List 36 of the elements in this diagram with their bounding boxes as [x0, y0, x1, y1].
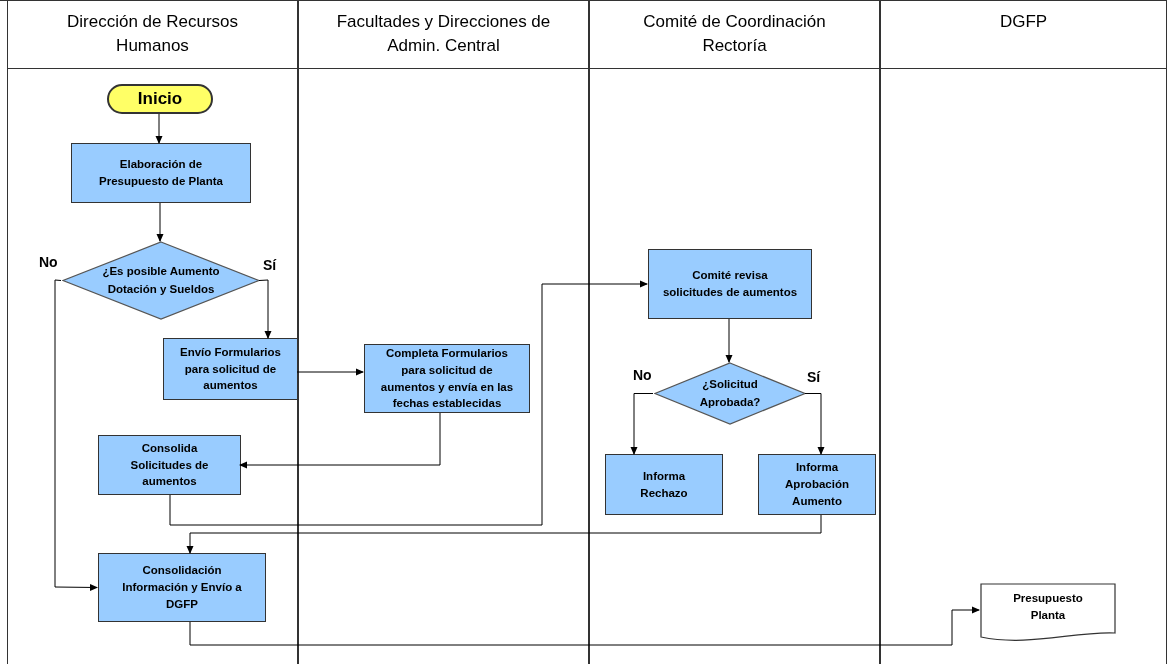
- edge-label: Sí: [806, 370, 822, 384]
- edge-label: No: [38, 255, 59, 269]
- edge-label: Sí: [262, 258, 278, 272]
- arrow: [258, 279, 272, 339]
- lane-title: Facultades y Direcciones de Admin. Central: [299, 0, 588, 69]
- process-box: Envío Formularios para solicitud de aumentos: [163, 338, 298, 400]
- arrow: [169, 280, 648, 526]
- swimlane: [880, 0, 1167, 664]
- swimlane: [7, 0, 298, 664]
- process-box: Informa Aprobación Aumento: [758, 454, 876, 515]
- lane-title: Comité de Coordinación Rectoría: [590, 0, 879, 69]
- arrow: [186, 514, 822, 554]
- arrow: [155, 113, 163, 144]
- start-terminal: Inicio: [107, 84, 213, 114]
- arrow: [804, 393, 825, 455]
- process-box: Consolida Solicitudes de aumentos: [98, 435, 241, 495]
- arrow: [239, 412, 441, 469]
- lane-title: DGFP: [881, 0, 1166, 69]
- arrow: [725, 318, 733, 363]
- process-box: Informa Rechazo: [605, 454, 723, 515]
- edge-label: No: [632, 368, 653, 382]
- arrow: [630, 393, 654, 455]
- swimlane: [589, 0, 880, 664]
- decision-diamond: ¿Es posible Aumento Dotación y Sueldos: [62, 241, 260, 320]
- arrow: [54, 279, 98, 591]
- decision-diamond: ¿Solicitud Aprobada?: [654, 362, 806, 425]
- arrow: [156, 202, 164, 242]
- process-box: Completa Formularios para solicitud de aumentos y envía en las fechas establecidas: [364, 344, 530, 413]
- document-shape: Presupuesto Planta: [980, 583, 1116, 643]
- arrow: [296, 368, 364, 376]
- arrow: [189, 606, 980, 646]
- process-box: Comité revisa solicitudes de aumentos: [648, 249, 812, 319]
- process-box: Consolidación Información y Envío a DGFP: [98, 553, 266, 622]
- lane-title: Dirección de Recursos Humanos: [8, 0, 297, 69]
- process-box: Elaboración de Presupuesto de Planta: [71, 143, 251, 203]
- swimlane: [298, 0, 589, 664]
